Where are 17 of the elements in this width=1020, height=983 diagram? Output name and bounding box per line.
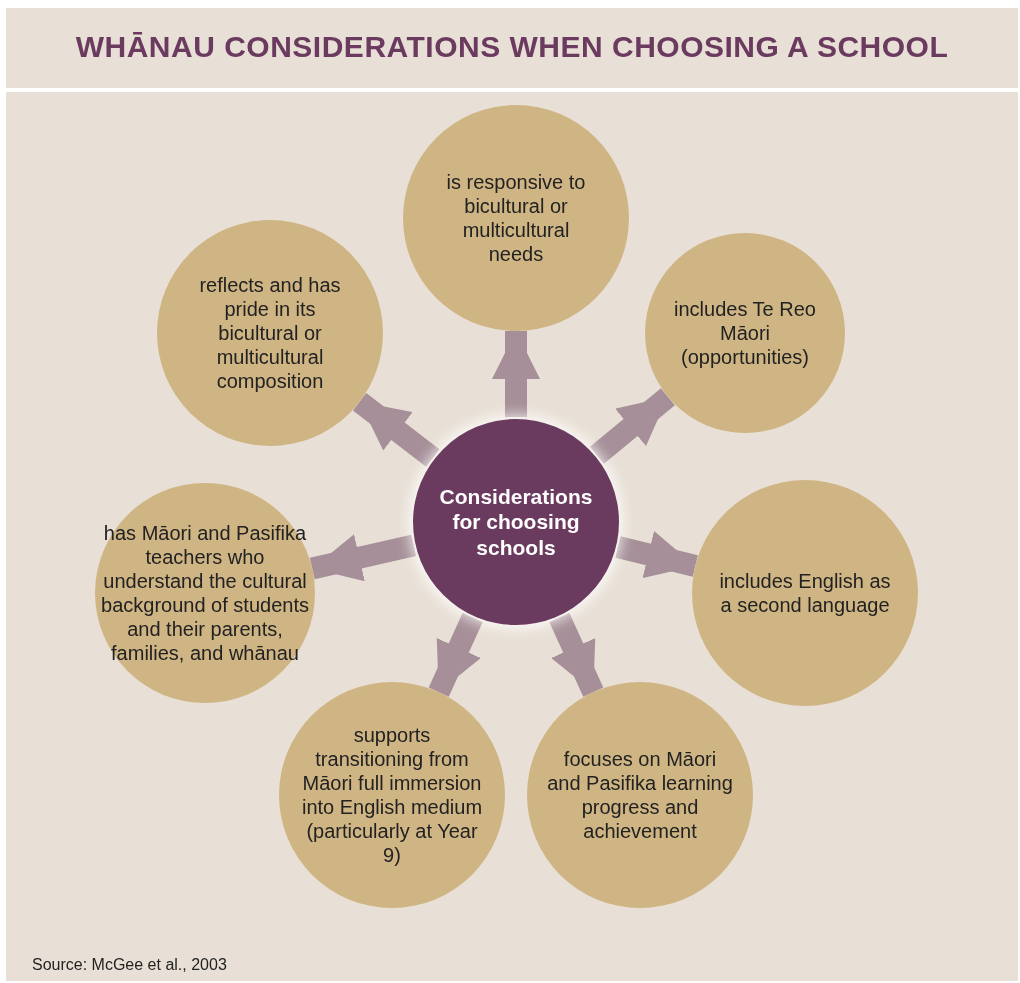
topic-text: includes Te Reo Māori (opportunities) [673, 297, 817, 369]
source-caption: Source: McGee et al., 2003 [32, 956, 227, 974]
title: WHĀNAU CONSIDERATIONS WHEN CHOOSING A SCHOOL [74, 30, 950, 64]
topic-text: includes English as a second language [718, 569, 892, 617]
arrow [491, 331, 541, 417]
topic-text: supports transitioning from Māori full immersion into English medium (particularly at Year 9) [300, 723, 484, 867]
topic-text: has Māori and Pasifika teachers who understand the cultural background of students and their parents, families, and whānau [100, 521, 310, 665]
topic-text: is responsive to bicultural or multicultural needs [445, 170, 587, 266]
arrow [590, 388, 675, 464]
arrow [615, 531, 698, 578]
topic-text: focuses on Māori and Pasifika learning progress and achievement [546, 747, 734, 843]
topic-text: reflects and has pride in its bicultural or multicultural composition [198, 273, 342, 393]
arrow [352, 393, 440, 467]
arrow [309, 534, 417, 582]
center-label: Considerations for choosing schools [438, 484, 594, 560]
arrow [549, 613, 604, 697]
arrow [428, 613, 483, 697]
